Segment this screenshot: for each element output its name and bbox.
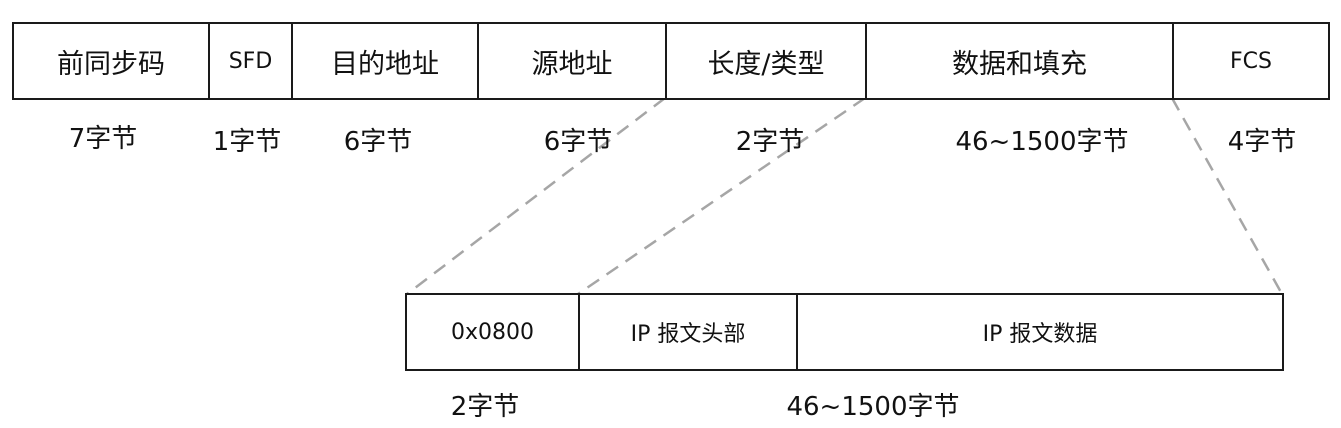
field-ip-data-label: IP 报文数据 (982, 322, 1098, 347)
size-ip-packet: 46~1500字节 (786, 392, 960, 422)
field-ethertype-value: 0x0800 (405, 293, 580, 371)
size-data-padding: 46~1500字节 (955, 127, 1129, 157)
size-sfd: 1字节 (212, 127, 282, 157)
field-source-address-label: 源地址 (531, 48, 613, 80)
connector-line-middle (577, 96, 866, 296)
field-ip-data: IP 报文数据 (796, 293, 1284, 371)
field-sfd-label: SFD (228, 48, 273, 74)
size-preamble: 7字节 (68, 124, 138, 154)
connector-line-right (1170, 97, 1284, 295)
field-fcs-label: FCS (1230, 48, 1272, 74)
field-preamble: 前同步码 (12, 22, 210, 100)
size-ethertype-value: 2字节 (450, 392, 520, 422)
field-ethertype-value-label: 0x0800 (450, 319, 534, 345)
field-destination-address: 目的地址 (291, 22, 479, 100)
field-ip-header: IP 报文头部 (578, 293, 798, 371)
size-source-address: 6字节 (543, 127, 613, 157)
field-sfd: SFD (208, 22, 293, 100)
size-fcs: 4字节 (1227, 127, 1297, 157)
field-data-padding: 数据和填充 (865, 22, 1174, 100)
field-length-type: 长度/类型 (665, 22, 867, 100)
field-length-type-label: 长度/类型 (707, 48, 825, 80)
field-source-address: 源地址 (477, 22, 667, 100)
connector-line-left (406, 97, 666, 295)
field-destination-address-label: 目的地址 (331, 48, 439, 80)
size-destination-address: 6字节 (343, 127, 413, 157)
field-data-padding-label: 数据和填充 (952, 48, 1087, 80)
field-ip-header-label: IP 报文头部 (630, 322, 746, 347)
field-preamble-label: 前同步码 (57, 48, 165, 80)
field-fcs: FCS (1172, 22, 1330, 100)
size-length-type: 2字节 (735, 127, 805, 157)
